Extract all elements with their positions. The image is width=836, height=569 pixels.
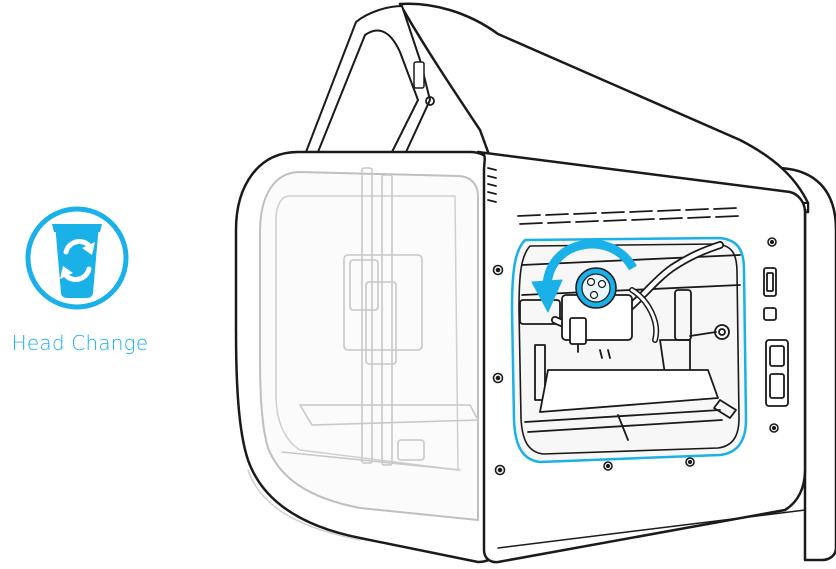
printer-interior-ghost: [281, 167, 479, 471]
rotation-arrow-head: [531, 279, 563, 313]
head-connector: [575, 267, 617, 309]
printer-mechanism: [519, 254, 741, 441]
printer-front-door: [259, 171, 479, 521]
side-screws: [492, 237, 779, 476]
print-bed: [539, 369, 719, 413]
lid-support-arm: [305, 5, 431, 153]
rotation-arrow: [542, 239, 637, 286]
rear-ports: [763, 267, 789, 407]
printer-back-shell: [778, 166, 836, 562]
vent-slots: [487, 167, 739, 225]
head-change-label: Head Change: [11, 331, 149, 355]
printer-base-shadow: [497, 509, 806, 549]
